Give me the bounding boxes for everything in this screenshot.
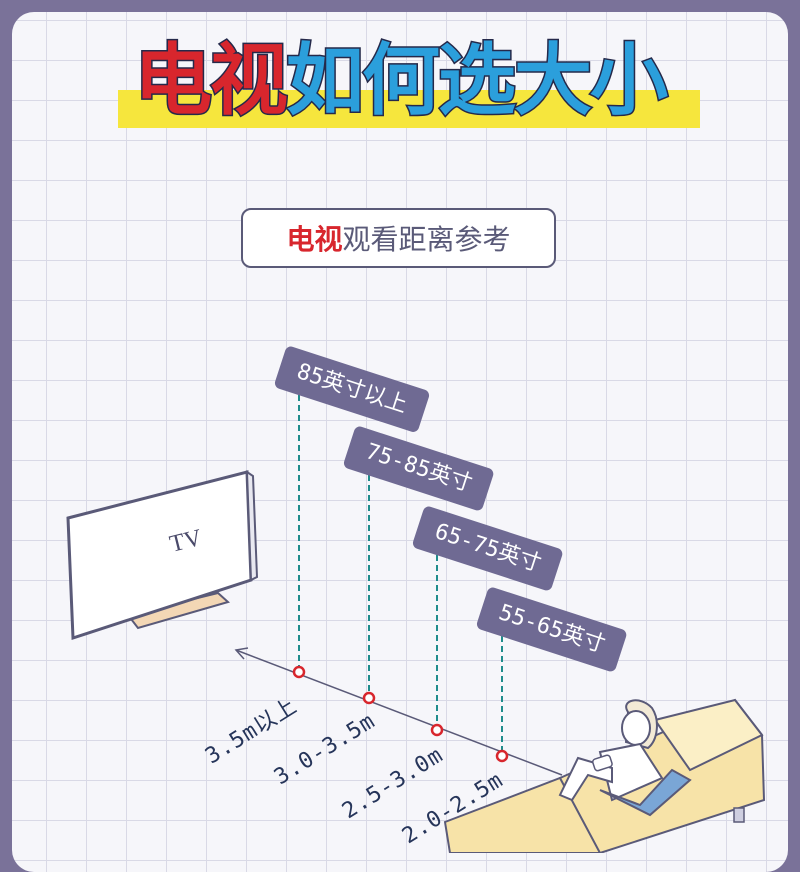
tv-illustration: TV <box>66 470 259 641</box>
subtitle-highlight: 电视 <box>286 223 343 256</box>
distance-marker <box>430 723 444 737</box>
distance-marker <box>292 665 306 679</box>
person-illustration <box>558 699 692 817</box>
subtitle-text: 观看距离参考 <box>342 223 511 256</box>
distance-marker <box>362 691 376 705</box>
viewing-distance-diagram: TV <box>66 385 766 853</box>
subtitle-box: 电视观看距离参考 <box>241 208 556 268</box>
axis-arrow-icon <box>234 647 249 660</box>
title-highlight-bar <box>118 90 700 128</box>
title-part-1: 电视 <box>132 35 289 128</box>
page-title: 电视如何选大小 <box>0 35 800 128</box>
distance-marker <box>495 749 509 763</box>
title-part-2: 如何选大小 <box>284 35 669 128</box>
